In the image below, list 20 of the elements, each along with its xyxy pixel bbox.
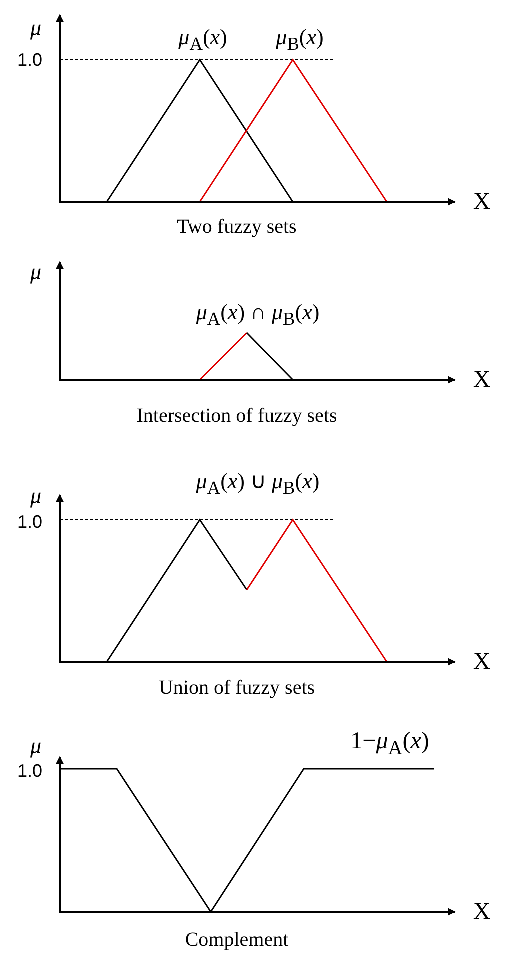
tick-label: 1.0 [17, 762, 43, 780]
axis-label: X [473, 368, 491, 392]
curve-label: μ$_{A}$(x) ∩ μ$_{B}$(x) [196, 302, 320, 328]
curve-label: 1−μ$_{A}$(x) [350, 730, 430, 758]
tick-label: 1.0 [17, 513, 43, 531]
chart-caption: Intersection of fuzzy sets [136, 406, 338, 426]
chart-caption: Complement [185, 930, 289, 950]
axis-label: μ [30, 261, 42, 283]
curve-label: μ$_{A}$(x) ∪ μ$_{B}$(x) [196, 470, 320, 498]
axis-label: X [473, 190, 491, 214]
axis-label: μ [30, 485, 42, 507]
axis-label: X [473, 900, 491, 924]
chart-caption: Two fuzzy sets [177, 217, 297, 237]
axis-label: μ [30, 735, 42, 757]
axis-label: μ [30, 17, 42, 39]
curve-label: μ$_{A}$(x) [178, 26, 228, 54]
curve-label: μ$_{B}$(x) [276, 26, 324, 54]
tick-label: 1.0 [17, 51, 43, 69]
chart-caption: Union of fuzzy sets [158, 678, 316, 698]
axis-label: X [473, 650, 491, 674]
